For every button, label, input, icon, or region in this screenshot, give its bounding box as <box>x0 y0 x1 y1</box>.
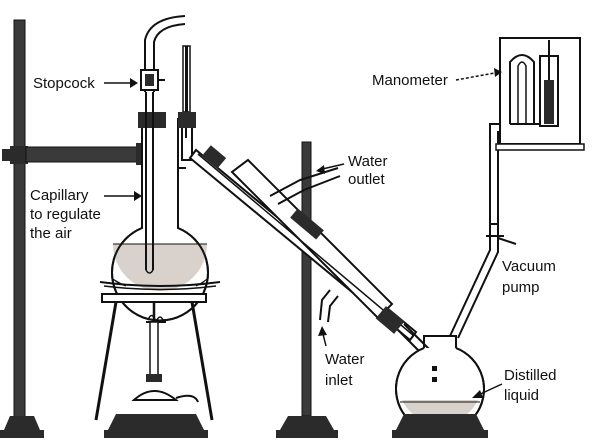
vacuum-pump-label-line-1: Vacuum <box>502 258 556 275</box>
vacuum-pump-label-line-2: pump <box>502 279 540 296</box>
thermometer <box>178 46 196 160</box>
label-stopcock: Stopcock <box>33 75 138 92</box>
water-outlet-label-line-1: Water <box>348 153 387 170</box>
manometer-device <box>496 38 584 150</box>
vacuum-tubing <box>450 124 516 338</box>
capillary-label-line-1: Capillary <box>30 187 89 204</box>
distilled-liquid-label-line-2: liquid <box>504 387 539 404</box>
middle-retort-stand <box>276 142 338 438</box>
water-inlet-label-line-2: inlet <box>325 372 353 389</box>
water-outlet-label-line-2: outlet <box>348 171 386 188</box>
label-water-outlet: Water outlet <box>316 153 387 188</box>
label-vacuum-pump: Vacuum pump <box>502 258 556 296</box>
capillary-label-line-3: the air <box>30 225 72 242</box>
label-water-inlet: Water inlet <box>318 326 364 389</box>
distilled-liquid-label-line-1: Distilled <box>504 367 557 384</box>
burner <box>104 315 208 438</box>
clamp-rod <box>2 143 150 165</box>
receiving-flask <box>392 336 488 438</box>
water-inlet-label-line-1: Water <box>325 351 364 368</box>
capillary-label-line-2: to regulate <box>30 206 101 223</box>
distillation-flask <box>112 16 208 320</box>
manometer-label: Manometer <box>372 72 448 89</box>
label-capillary: Capillary to regulate the air <box>30 187 142 242</box>
stopcock-label: Stopcock <box>33 75 95 92</box>
label-manometer: Manometer <box>372 68 502 89</box>
